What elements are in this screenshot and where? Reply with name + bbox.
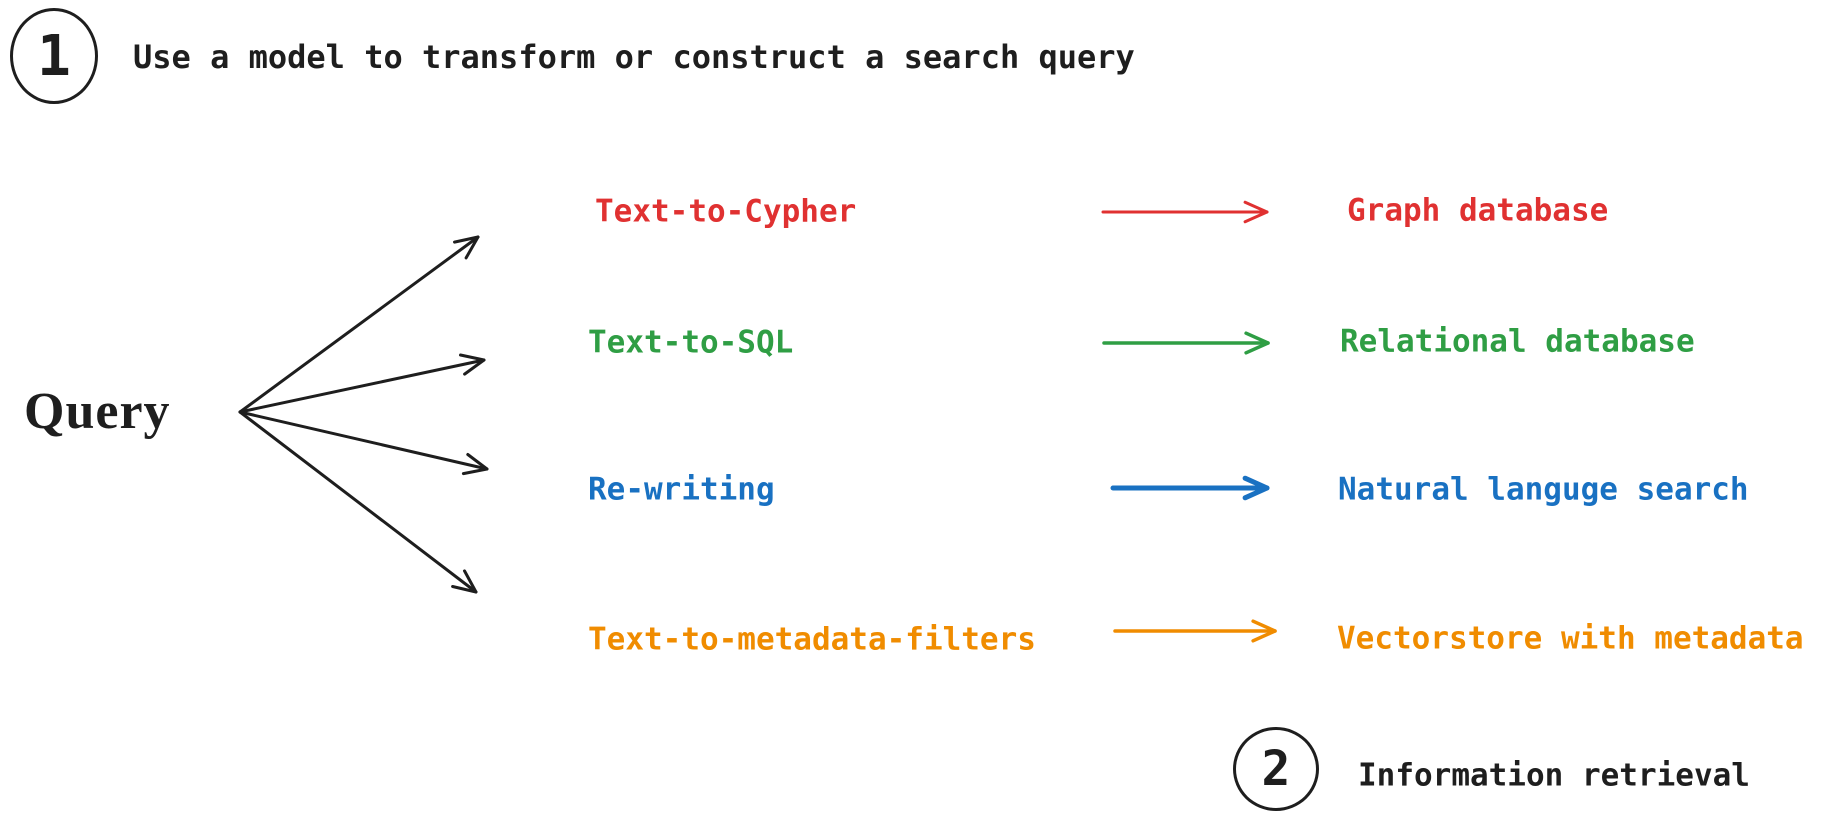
step-2-label: Information retrieval — [1358, 757, 1750, 794]
technique-re-writing: Re-writing — [588, 471, 775, 508]
target-vectorstore-with-metadata: Vectorstore with metadata — [1337, 620, 1804, 657]
step-1-number: 1 — [37, 23, 71, 89]
query-node-label: Query — [24, 383, 171, 440]
technique-text-to-metadata-filters: Text-to-metadata-filters — [588, 621, 1036, 658]
technique-text-to-sql: Text-to-SQL — [588, 324, 794, 361]
step-1-circle: 1 — [10, 8, 98, 104]
step-2-circle: 2 — [1233, 727, 1319, 811]
step-2-number: 2 — [1261, 741, 1291, 797]
target-relational-database: Relational database — [1340, 323, 1695, 360]
target-natural-language-search: Natural languge search — [1338, 471, 1749, 508]
target-graph-database: Graph database — [1347, 192, 1609, 229]
step-1-label: Use a model to transform or construct a … — [133, 38, 1135, 76]
technique-text-to-cypher: Text-to-Cypher — [595, 193, 857, 230]
